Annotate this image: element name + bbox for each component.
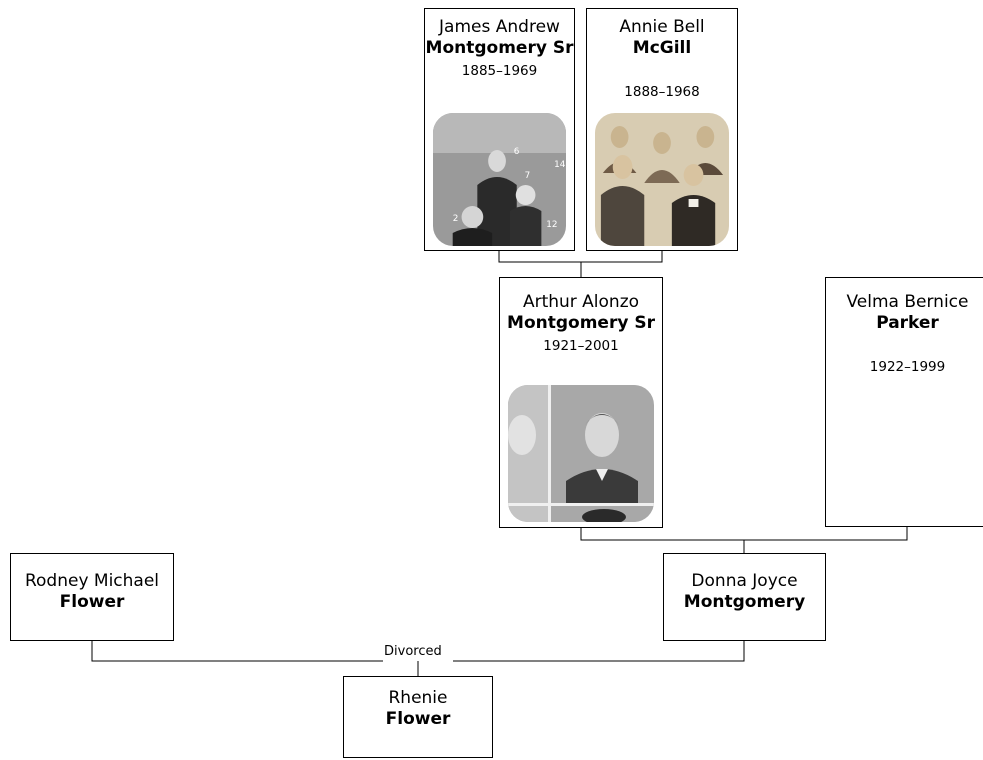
person-card-rhenie[interactable]: Rhenie Flower — [343, 676, 493, 758]
given-name: Arthur Alonzo — [522, 292, 640, 312]
given-name: Donna Joyce — [691, 571, 798, 591]
given-name: Annie Bell — [619, 17, 705, 37]
surname: McGill — [632, 38, 692, 58]
life-dates: 1885–1969 — [461, 63, 538, 79]
person-card-donna[interactable]: Donna Joyce Montgomery — [663, 553, 826, 641]
svg-text:2: 2 — [453, 214, 459, 224]
james-annie-connector — [498, 250, 663, 263]
surname: Montgomery — [683, 592, 806, 612]
svg-text:12: 12 — [546, 220, 557, 230]
svg-text:14: 14 — [554, 160, 566, 170]
surname: Flower — [385, 709, 451, 729]
person-card-velma[interactable]: Velma Bernice Parker 1922–1999 — [825, 277, 983, 527]
life-dates: 1888–1968 — [624, 84, 700, 100]
life-dates: 1922–1999 — [869, 359, 946, 375]
yearbook-portrait-photo[interactable] — [508, 385, 654, 522]
person-card-rodney[interactable]: Rodney Michael Flower — [10, 553, 174, 641]
arthur-velma-connector — [580, 527, 908, 541]
surname: Montgomery Sr — [507, 313, 655, 333]
group-family-photo[interactable]: 6 14 7 2 12 — [433, 113, 566, 246]
svg-text:6: 6 — [514, 147, 520, 157]
rodney-donna-connector-right — [453, 640, 745, 662]
svg-text:7: 7 — [525, 171, 531, 181]
given-name: Rhenie — [388, 688, 448, 708]
given-name: Rodney Michael — [24, 571, 160, 591]
person-card-arthur[interactable]: Arthur Alonzo Montgomery Sr 1921–2001 — [499, 277, 663, 528]
given-name: James Andrew — [439, 17, 560, 37]
elderly-family-photo[interactable] — [595, 113, 729, 246]
person-card-annie[interactable]: Annie Bell McGill 1888–1968 — [586, 8, 738, 251]
divorced-label: Divorced — [382, 644, 444, 659]
life-dates: 1921–2001 — [543, 338, 619, 354]
surname: Montgomery Sr — [425, 38, 574, 58]
surname: Flower — [59, 592, 125, 612]
given-name: Velma Bernice — [846, 292, 969, 312]
rodney-donna-connector-left — [91, 640, 383, 662]
surname: Parker — [876, 313, 939, 333]
person-card-james[interactable]: James Andrew Montgomery Sr 1885–1969 6 1… — [424, 8, 575, 251]
